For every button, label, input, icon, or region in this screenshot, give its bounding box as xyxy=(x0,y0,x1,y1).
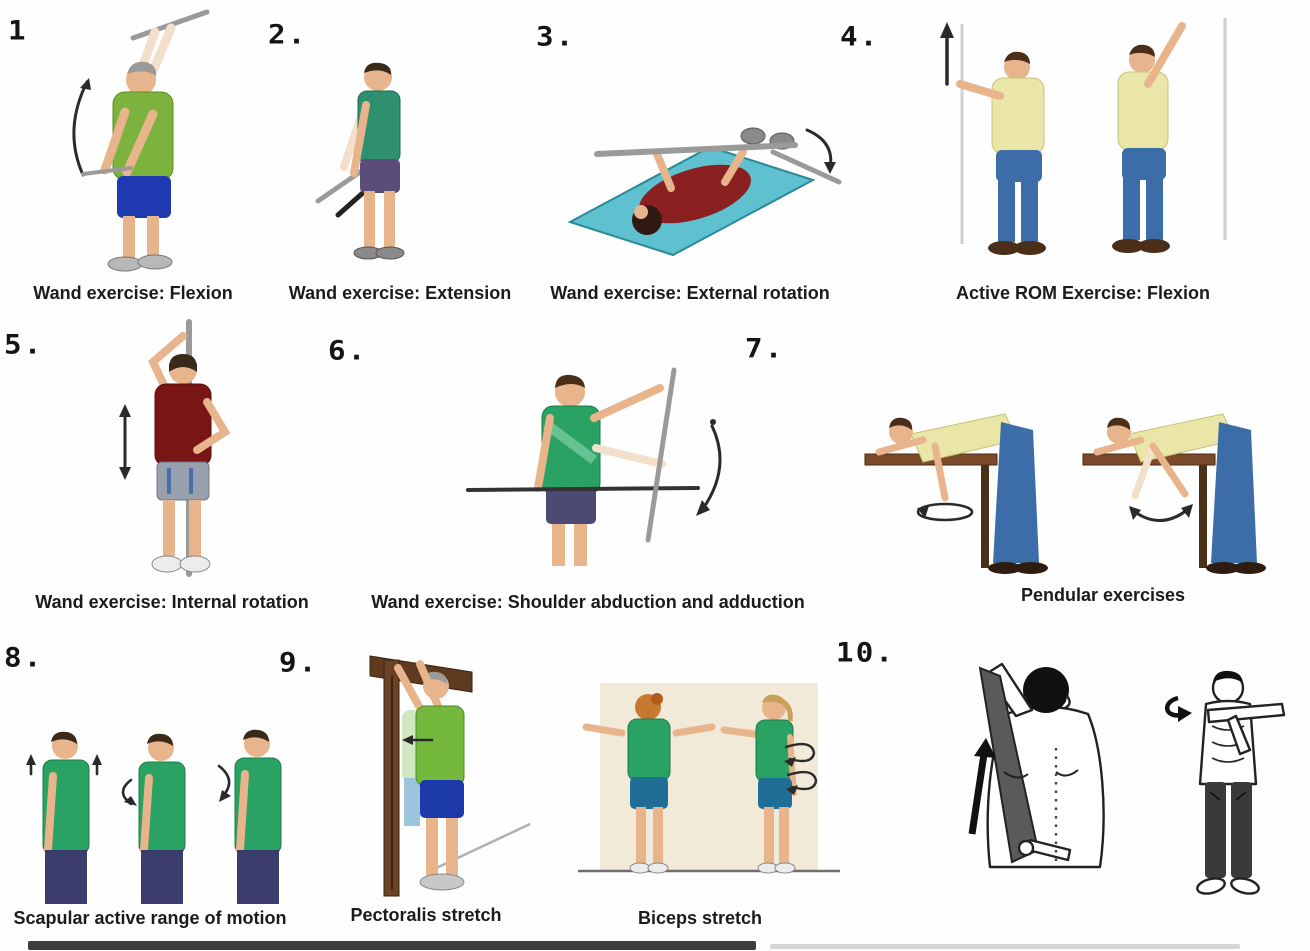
figure-shrug xyxy=(26,731,102,904)
up-arrow xyxy=(940,22,954,86)
person-leaning xyxy=(394,660,465,891)
panel-number: 5. xyxy=(4,330,44,361)
person xyxy=(632,127,795,235)
panel-number: 4. xyxy=(840,22,880,53)
caption: Pectoralis stretch xyxy=(350,905,502,925)
caption: Wand exercise: External rotation xyxy=(550,283,830,303)
horizontal-bar xyxy=(466,486,700,492)
stretch-arrow xyxy=(1165,695,1192,722)
cropped-text-edge xyxy=(28,941,756,950)
rotation-arrow xyxy=(805,128,836,174)
cropped-text-edge-light xyxy=(770,944,1240,949)
person xyxy=(315,62,405,260)
up-arrow xyxy=(968,738,996,835)
wand xyxy=(594,142,842,185)
person-back-view xyxy=(148,332,231,573)
wand-external-rotation-illustration xyxy=(567,127,842,257)
caption: Wand exercise: Shoulder abduction and ad… xyxy=(371,592,805,612)
towel-stretch-illustration xyxy=(968,662,1286,895)
woman-back-view xyxy=(582,693,716,874)
towel-stretch-figure xyxy=(968,662,1105,869)
wand-extension-illustration xyxy=(315,62,405,260)
motion-arrow xyxy=(696,419,722,516)
panel-number: 9. xyxy=(279,648,319,679)
pendular-illustration xyxy=(864,413,1266,574)
crossbody-stretch-figure xyxy=(1165,670,1286,895)
panel-number: 1 xyxy=(8,16,28,47)
caption: Active ROM Exercise: Flexion xyxy=(955,283,1211,303)
panel-number: 2. xyxy=(268,20,308,51)
motion-arc xyxy=(72,78,91,177)
caption: Biceps stretch xyxy=(637,908,763,928)
figure-roll-back xyxy=(217,729,282,904)
caption: Wand exercise: Internal rotation xyxy=(35,592,309,612)
wand-internal-rotation-illustration xyxy=(119,319,231,577)
caption: Pendular exercises xyxy=(1020,585,1186,605)
panel-number: 8. xyxy=(4,643,44,674)
biceps-stretch-illustration xyxy=(578,683,840,874)
figure-circular-swing xyxy=(864,413,1048,574)
caption: Wand exercise: Extension xyxy=(288,283,512,303)
wand-flexion-illustration xyxy=(72,9,210,272)
person xyxy=(81,61,174,272)
caption: Wand exercise: Flexion xyxy=(33,283,233,303)
woman-side-view xyxy=(720,694,818,874)
up-down-arrow xyxy=(119,404,131,480)
caption: Scapular active range of motion xyxy=(13,908,287,928)
figure-side-swing xyxy=(1082,413,1266,574)
panel-number: 7. xyxy=(745,334,785,365)
panel-number: 6. xyxy=(328,336,368,367)
wand xyxy=(645,367,677,543)
active-rom-flexion-illustration xyxy=(940,18,1227,255)
panel-number: 3. xyxy=(536,22,576,53)
rotation-arrow xyxy=(786,770,818,791)
scapular-rom-illustration xyxy=(26,729,282,904)
person-reaching-up xyxy=(1112,22,1186,253)
person-front-view xyxy=(534,374,666,566)
pectoralis-stretch-illustration xyxy=(369,655,531,897)
panel-number: 10. xyxy=(836,638,896,669)
person-reaching-forward xyxy=(956,51,1046,255)
rotation-arrow xyxy=(784,742,816,763)
wand-abduction-illustration xyxy=(466,367,722,566)
figure-roll-forward xyxy=(121,733,186,904)
